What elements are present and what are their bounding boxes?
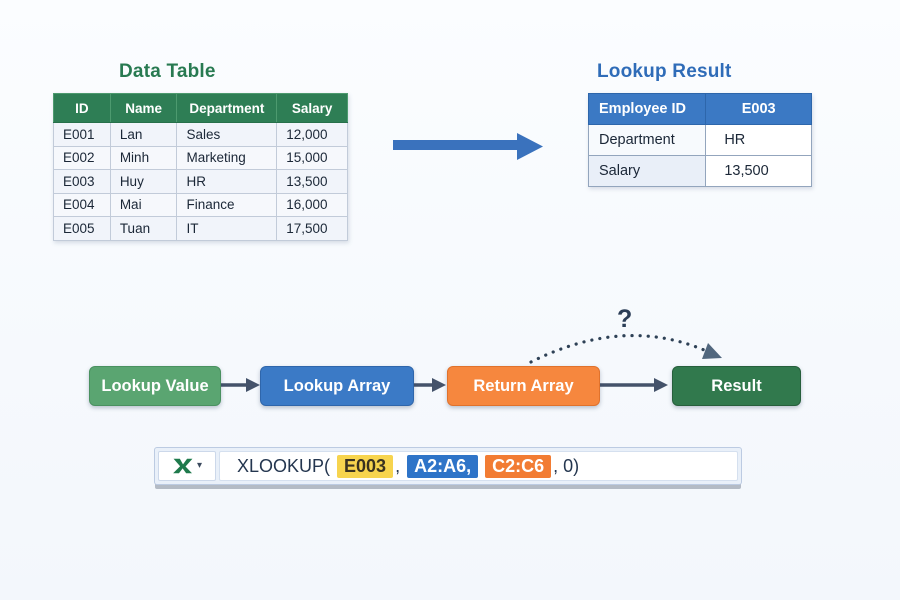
result-header-label: Employee ID: [587, 93, 707, 125]
lookup-result-table: Employee ID E003 Department HR Salary 13…: [587, 93, 812, 187]
formula-function-text: XLOOKUP(: [237, 455, 336, 476]
cell-salary: 16,000: [276, 192, 348, 217]
lookup-result-title: Lookup Result: [597, 61, 732, 82]
result-row-value: 13,500: [705, 155, 812, 187]
arc-arrow-head-icon: [702, 343, 722, 359]
column-header: Department: [176, 93, 278, 123]
column-header: ID: [53, 93, 111, 123]
cell-name: Minh: [109, 145, 178, 170]
table-row: E001 Lan Sales 12,000: [53, 122, 348, 147]
formula-bar: ▾ XLOOKUP( E003 , A2:A6, C2:C6 , 0): [154, 447, 742, 485]
table-row: E005 Tuan IT 17,500: [53, 216, 348, 241]
flow-box-result: Result: [672, 366, 801, 406]
cell-name: Mai: [109, 192, 178, 217]
chevron-down-icon: ▾: [196, 460, 203, 471]
cell-id: E005: [53, 216, 111, 241]
cell-salary: 13,500: [276, 169, 348, 194]
cell-department: HR: [176, 169, 278, 194]
cell-id: E003: [53, 169, 111, 194]
formula-lookup-value-chip: E003: [337, 454, 394, 478]
result-row-label: Salary: [587, 155, 707, 187]
result-row-label: Department: [587, 124, 707, 156]
big-right-arrow-icon: [393, 133, 543, 160]
flow-box-lookup-value: Lookup Value: [89, 366, 221, 406]
cell-name: Huy: [109, 169, 178, 194]
result-header-value: E003: [705, 93, 812, 125]
data-table-title: Data Table: [119, 61, 216, 82]
cell-salary: 12,000: [276, 122, 348, 147]
flow-box-lookup-array: Lookup Array: [260, 366, 414, 406]
cell-salary: 17,500: [276, 216, 348, 241]
arrow-head-icon: [654, 378, 668, 392]
table-row: Salary 13,500: [587, 155, 812, 187]
formula-lookup-array-chip: A2:A6,: [407, 454, 479, 478]
formula-input[interactable]: XLOOKUP( E003 , A2:A6, C2:C6 , 0): [219, 451, 738, 481]
table-row: E004 Mai Finance 16,000: [53, 192, 348, 217]
formula-comma: ,: [395, 455, 406, 476]
dotted-arc: [529, 333, 706, 364]
table-row: E002 Minh Marketing 15,000: [53, 145, 348, 170]
cell-department: Sales: [176, 122, 278, 147]
cell-id: E004: [53, 192, 111, 217]
flow-box-return-array: Return Array: [447, 366, 600, 406]
data-table-header-row: ID Name Department Salary: [53, 93, 348, 123]
arrow-head-icon: [246, 378, 260, 392]
excel-x-icon: [173, 458, 193, 474]
result-row-value: HR: [705, 124, 812, 156]
table-row: E003 Huy HR 13,500: [53, 169, 348, 194]
result-header-row: Employee ID E003: [587, 93, 812, 125]
cell-id: E002: [53, 145, 111, 170]
cell-department: Marketing: [176, 145, 278, 170]
cell-department: Finance: [176, 192, 278, 217]
column-header: Name: [109, 93, 178, 123]
formula-closing-text: , 0): [553, 455, 580, 476]
function-dropdown-button[interactable]: ▾: [158, 451, 216, 481]
cell-id: E001: [53, 122, 111, 147]
cell-department: IT: [176, 216, 278, 241]
cell-name: Tuan: [109, 216, 178, 241]
data-table: ID Name Department Salary E001 Lan Sales…: [53, 93, 348, 241]
table-row: Department HR: [587, 124, 812, 156]
cell-name: Lan: [109, 122, 178, 147]
formula-return-array-chip: C2:C6: [485, 454, 552, 478]
column-header: Salary: [276, 93, 348, 123]
arrow-head-icon: [432, 378, 446, 392]
question-mark-label: ?: [617, 305, 633, 333]
cell-salary: 15,000: [276, 145, 348, 170]
